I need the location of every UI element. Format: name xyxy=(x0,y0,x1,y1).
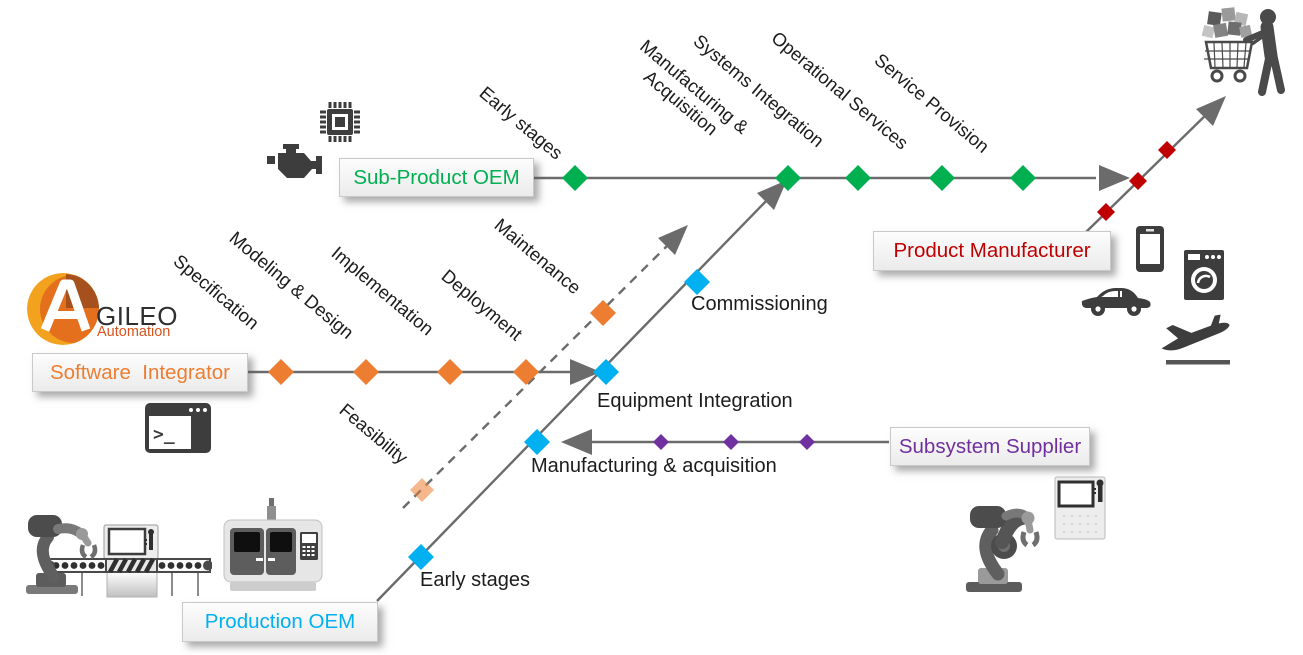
stage-early-stages-blue: Early stages xyxy=(420,569,531,591)
logo-wordmark: GILEO xyxy=(96,301,178,331)
robot-conveyor-icon xyxy=(26,515,212,598)
logo-sphere xyxy=(27,273,99,345)
machine-on-belt xyxy=(103,524,159,598)
logo-subtitle: Automation xyxy=(97,324,171,340)
green-milestones xyxy=(562,165,1036,191)
orange-milestones xyxy=(268,300,616,502)
stage-commissioning: Commissioning xyxy=(691,293,828,315)
product-manufacturer-box: Product Manufacturer xyxy=(873,231,1111,271)
agileo-logo-mark xyxy=(27,273,99,345)
conveyor-belt xyxy=(45,557,212,574)
washing-machine-icon xyxy=(1184,250,1224,300)
person xyxy=(1243,9,1285,96)
sub-product-oem-box: Sub-Product OEM xyxy=(339,158,534,197)
shopper-cart-icon xyxy=(1201,7,1285,96)
production-oem-line xyxy=(376,196,771,602)
software-integrator-box: Software Integrator xyxy=(32,353,248,392)
production-oem-box: Production OEM xyxy=(182,602,378,642)
arrowhead-dashed-icon xyxy=(658,225,688,255)
cart-boxes xyxy=(1201,7,1253,39)
robot-arm xyxy=(26,515,98,594)
airplane-icon xyxy=(1161,314,1230,365)
feasibility-milestone xyxy=(410,478,434,502)
smartphone-icon xyxy=(1136,226,1164,272)
svg-text:>_: >_ xyxy=(153,424,175,445)
stage-manufacturing-acquisition-blue: Manufacturing & acquisition xyxy=(531,455,777,477)
terminal-icon: >_ xyxy=(145,403,211,453)
blue-milestones xyxy=(408,269,710,570)
arrowhead-left-icon xyxy=(561,429,592,455)
sub-product-oem-label: Sub-Product OEM xyxy=(353,165,520,189)
arrowheads xyxy=(561,96,1226,455)
shopping-cart xyxy=(1204,35,1264,83)
arrowhead-diagonal-icon xyxy=(757,180,787,210)
engine-icon xyxy=(267,144,322,178)
production-oem-label: Production OEM xyxy=(204,610,356,633)
product-manufacturer-label: Product Manufacturer xyxy=(893,239,1091,262)
stage-equipment-integration: Equipment Integration xyxy=(597,390,793,412)
conveyor-legs xyxy=(81,572,199,596)
machine-keypad-screen xyxy=(300,532,318,560)
arrowhead-right-icon xyxy=(1099,165,1130,191)
red-milestones xyxy=(1097,141,1176,221)
arrowhead-right-icon xyxy=(570,359,601,385)
robot-arm-icon xyxy=(966,506,1040,592)
control-panel-icon xyxy=(1054,476,1106,540)
subsystem-supplier-box: Subsystem Supplier xyxy=(890,427,1090,466)
cpu-chip-icon xyxy=(320,102,360,142)
production-machine-icon xyxy=(223,498,323,591)
purple-milestones xyxy=(653,434,815,450)
subsystem-supplier-label: Subsystem Supplier xyxy=(898,434,1082,458)
car-icon xyxy=(1081,288,1151,316)
arrowhead-top-right-icon xyxy=(1196,96,1226,126)
milestone-diamonds xyxy=(268,141,1176,570)
software-integrator-label: Software Integrator xyxy=(49,360,231,384)
